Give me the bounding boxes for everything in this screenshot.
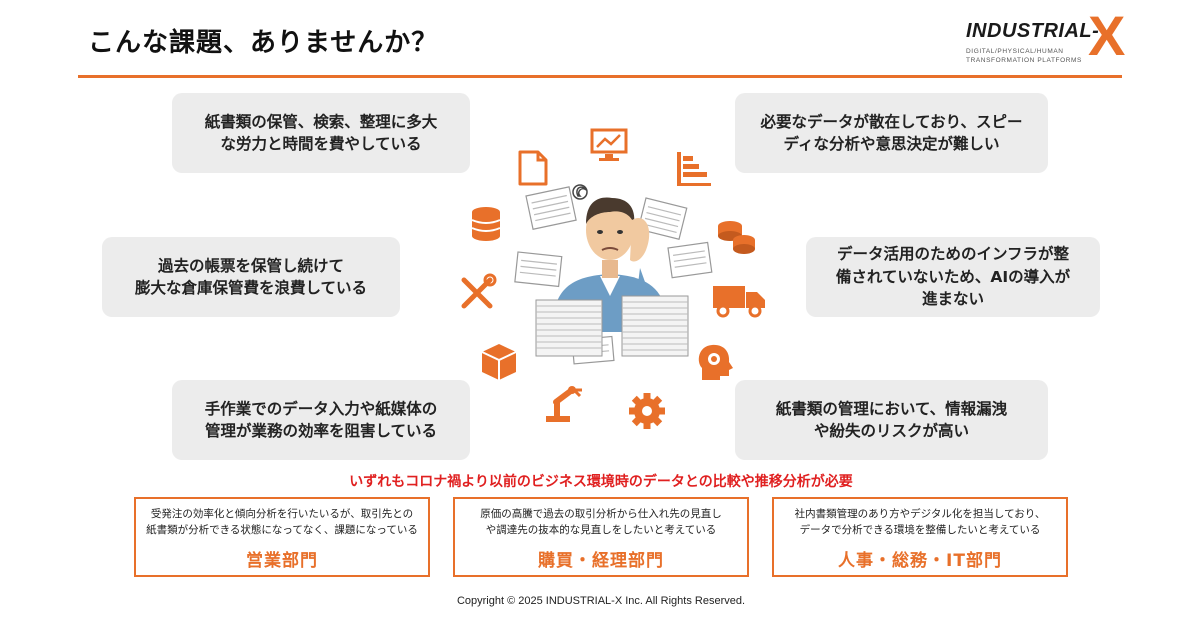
document-icon xyxy=(518,150,548,186)
page-title: こんな課題、ありませんか？ xyxy=(88,28,439,58)
logo-x-mark: X xyxy=(1088,4,1126,67)
box-icon xyxy=(481,344,517,380)
head-gear-icon xyxy=(698,344,733,380)
issue-card-ai-infrastructure: データ活用のためのインフラが整 備されていないため、AIの導入が 進まない xyxy=(806,237,1100,317)
issue-card-scattered-data: 必要なデータが散在しており、スピー ディな分析や意思決定が難しい xyxy=(735,93,1048,173)
issue-card-paper-storage: 紙書類の保管、検索、整理に多大 な労力と時間を費やしている xyxy=(172,93,470,173)
robot-arm-icon xyxy=(546,386,582,422)
issue-card-leak-risk: 紙書類の管理において、情報漏洩 や紛失のリスクが高い xyxy=(735,380,1048,460)
department-name: 購買・経理部門 xyxy=(538,551,664,571)
monitor-chart-icon xyxy=(590,128,628,161)
copyright-text: Copyright © 2025 INDUSTRIAL-X Inc. All R… xyxy=(456,595,746,607)
bar-chart-icon xyxy=(677,152,711,186)
paper-stack-right xyxy=(621,295,689,357)
department-card-purchasing: 原価の高騰で過去の取引分析から仕入れ先の見直し や調達先の抜本的な見直しをしたい… xyxy=(453,497,749,577)
common-requirement-note: いずれもコロナ禍より以前のビジネス環境時のデータとの比較や推移分析が必要 xyxy=(349,474,853,490)
paper-stack-left xyxy=(535,299,603,357)
department-name: 人事・総務・IT部門 xyxy=(838,551,1002,571)
troubled-worker-illustration xyxy=(461,128,765,429)
tools-icon xyxy=(461,273,497,309)
gear-icon xyxy=(629,393,665,429)
logo-tagline-2: TRANSFORMATION PLATFORMS xyxy=(966,57,1082,64)
coins-icon xyxy=(718,221,755,254)
department-description: 原価の高騰で過去の取引分析から仕入れ先の見直し や調達先の抜本的な見直しをしたい… xyxy=(480,508,722,536)
database-icon xyxy=(471,207,501,241)
issue-card-manual-input: 手作業でのデータ入力や紙媒体の 管理が業務の効率を阻害している xyxy=(172,380,470,460)
department-description: 受発注の効率化と傾向分析を行いたいるが、取引先との 紙書類が分析できる状態になっ… xyxy=(146,508,418,536)
truck-icon xyxy=(713,286,765,318)
title-divider xyxy=(78,75,1122,78)
logo-tagline-1: DIGITAL/PHYSICAL/HUMAN xyxy=(966,48,1064,55)
department-card-sales: 受発注の効率化と傾向分析を行いたいるが、取引先との 紙書類が分析できる状態になっ… xyxy=(134,497,430,577)
department-card-hr-it: 社内書類管理のあり方やデジタル化を担当しており、 データで分析できる環境を整備し… xyxy=(772,497,1068,577)
issue-card-warehouse-cost: 過去の帳票を保管し続けて 膨大な倉庫保管費を浪費している xyxy=(102,237,400,317)
logo-wordmark: INDUSTRIAL- xyxy=(966,20,1100,42)
scattered-papers xyxy=(514,186,713,365)
company-logo: INDUSTRIAL- X DIGITAL/PHYSICAL/HUMAN TRA… xyxy=(966,8,1136,70)
department-name: 営業部門 xyxy=(246,551,318,571)
department-description: 社内書類管理のあり方やデジタル化を担当しており、 データで分析できる環境を整備し… xyxy=(794,508,1046,536)
